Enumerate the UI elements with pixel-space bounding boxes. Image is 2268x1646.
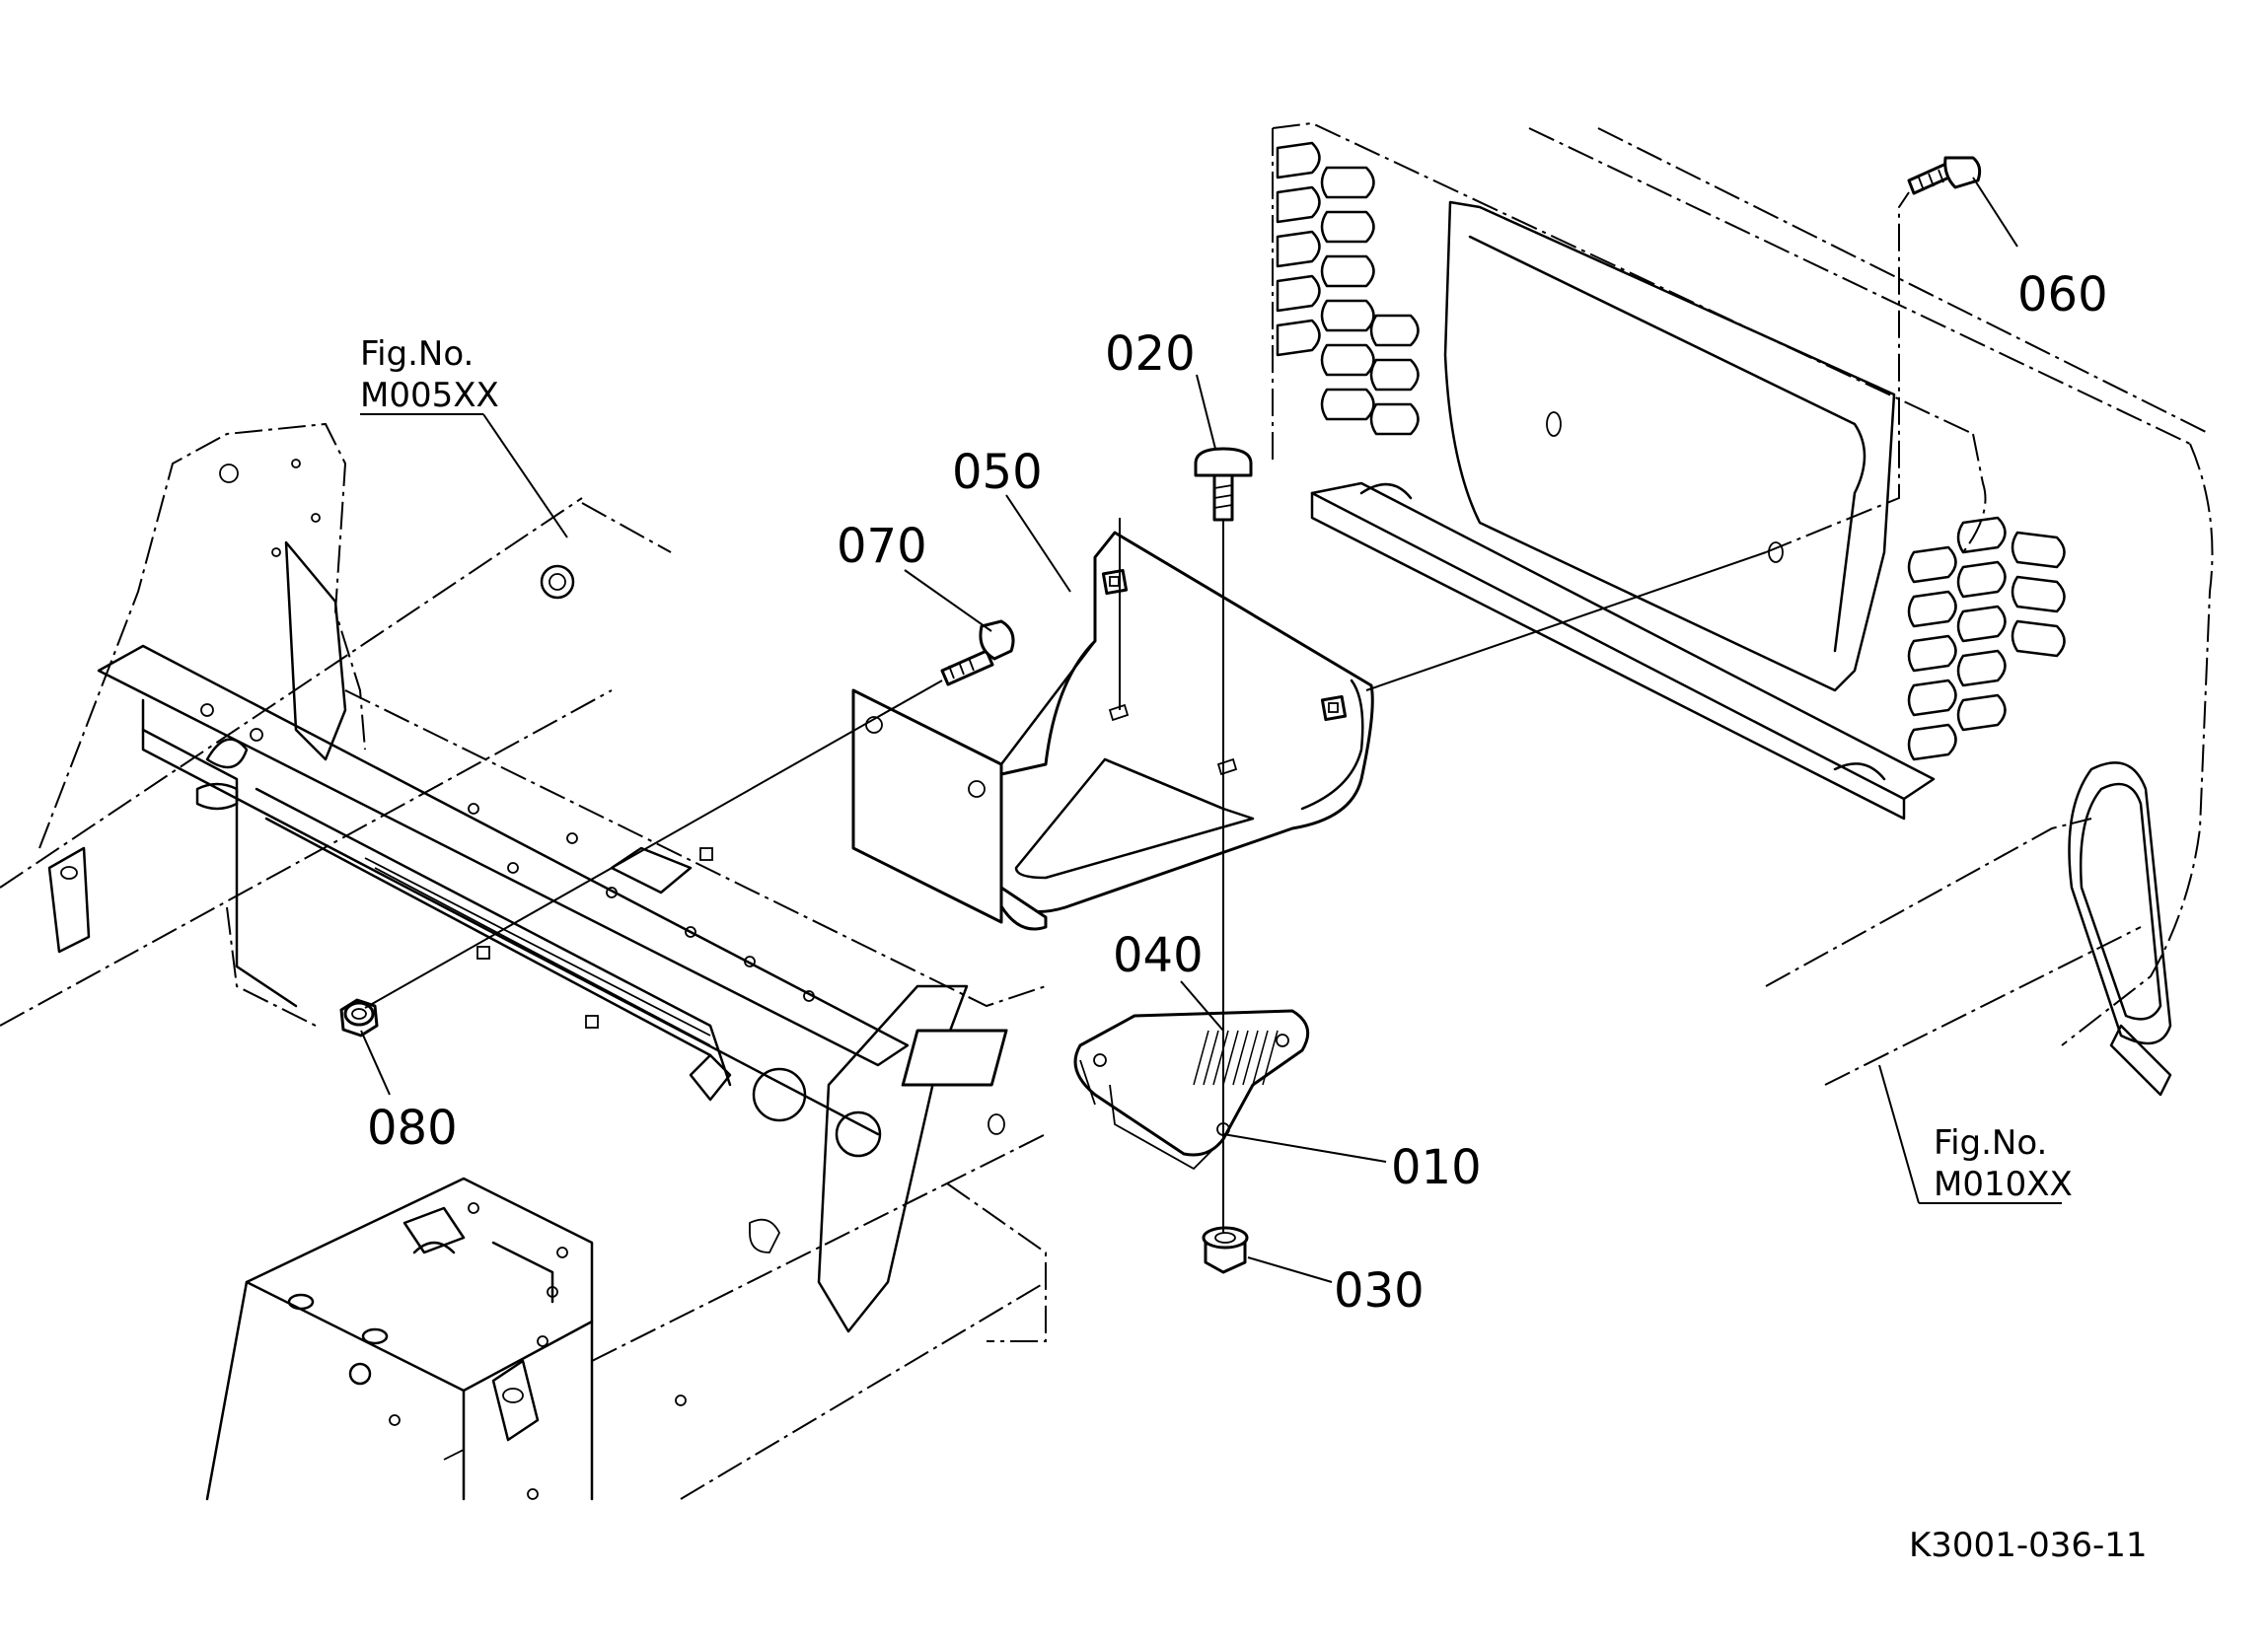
grille-slots-right — [1907, 516, 2066, 761]
grille-slots-left — [1276, 141, 1420, 436]
callout-leaders — [360, 177, 2062, 1283]
callout-010: 010 — [1391, 1140, 1482, 1195]
mount-plate-010 — [1073, 1009, 1310, 1171]
bracket-050 — [851, 531, 1374, 931]
nut-080 — [339, 998, 379, 1038]
rubber-pad-040 — [901, 1029, 1279, 1087]
bolt-020 — [1194, 447, 1253, 522]
nut-030 — [1202, 1226, 1249, 1274]
drawing-id: K3001-036-11 — [1909, 1526, 2148, 1565]
front-grille-drawing — [1272, 121, 2214, 1097]
callout-060: 060 — [2017, 267, 2108, 322]
callout-040: 040 — [1113, 928, 1204, 983]
bolt-070 — [940, 619, 1015, 686]
fig-ref-right-label: Fig.No. — [1934, 1123, 2047, 1163]
chassis-frame-drawing — [0, 422, 1047, 1501]
callout-030: 030 — [1334, 1263, 1425, 1319]
fig-ref-left-label: Fig.No. — [360, 334, 474, 374]
callout-020: 020 — [1105, 326, 1196, 382]
callout-070: 070 — [837, 519, 927, 574]
callout-050: 050 — [952, 445, 1043, 500]
assembly-lines — [364, 191, 1910, 1233]
callout-080: 080 — [367, 1101, 458, 1156]
fig-ref-left-number: M005XX — [360, 376, 499, 415]
fig-ref-right-number: M010XX — [1934, 1165, 2073, 1204]
bolt-060 — [1907, 156, 1982, 195]
